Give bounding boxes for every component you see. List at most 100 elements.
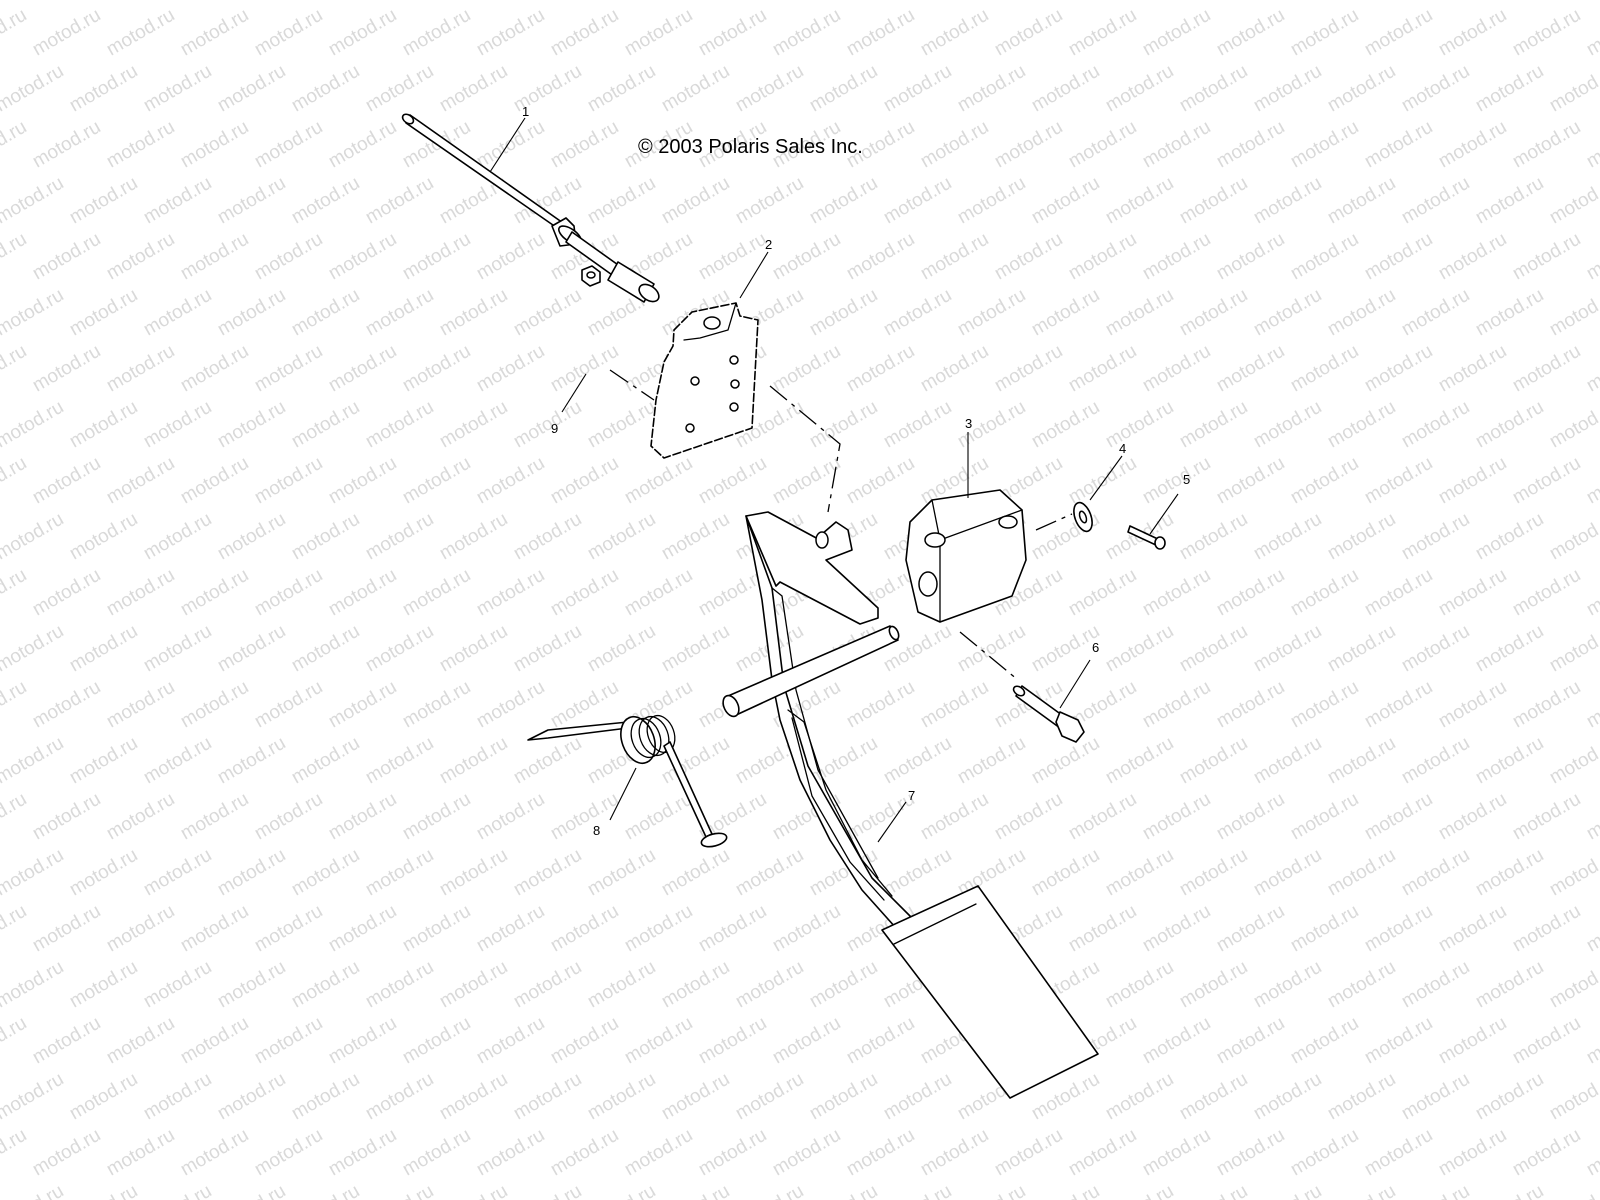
- watermark-text: motod.ru: [1546, 845, 1600, 901]
- watermark-text: motod.ru: [1102, 173, 1177, 229]
- watermark-text: motod.ru: [880, 173, 955, 229]
- watermark-text: motod.ru: [880, 845, 955, 901]
- watermark-text: motod.ru: [288, 0, 363, 4]
- watermark-text: motod.ru: [769, 341, 844, 397]
- watermark-text: motod.ru: [510, 621, 585, 677]
- callout-5: 5: [1183, 472, 1190, 487]
- watermark-text: motod.ru: [843, 341, 918, 397]
- watermark-text: motod.ru: [1176, 509, 1251, 565]
- watermark-text: motod.ru: [177, 341, 252, 397]
- watermark-text: motod.ru: [917, 117, 992, 173]
- watermark-text: motod.ru: [1472, 61, 1547, 117]
- watermark-text: motod.ru: [1398, 509, 1473, 565]
- watermark-text: motod.ru: [1176, 61, 1251, 117]
- watermark-text: motod.ru: [1287, 229, 1362, 285]
- watermark-text: motod.ru: [1287, 5, 1362, 61]
- watermark-text: motod.ru: [658, 957, 733, 1013]
- watermark-text: motod.ru: [1472, 621, 1547, 677]
- watermark-text: motod.ru: [362, 733, 437, 789]
- watermark-text: motod.ru: [66, 0, 141, 4]
- watermark-text: motod.ru: [1213, 229, 1288, 285]
- watermark-text: motod.ru: [0, 845, 67, 901]
- watermark-text: motod.ru: [29, 229, 104, 285]
- watermark-text: motod.ru: [251, 789, 326, 845]
- watermark-text: motod.ru: [621, 789, 696, 845]
- watermark-text: motod.ru: [0, 397, 67, 453]
- watermark-text: motod.ru: [1472, 173, 1547, 229]
- watermark-text: motod.ru: [436, 61, 511, 117]
- watermark-text: motod.ru: [1435, 789, 1510, 845]
- watermark-text: motod.ru: [547, 5, 622, 61]
- watermark-text: motod.ru: [1435, 453, 1510, 509]
- watermark-text: motod.ru: [1250, 285, 1325, 341]
- watermark-text: motod.ru: [510, 733, 585, 789]
- watermark-text: motod.ru: [1361, 1013, 1436, 1069]
- watermark-text: motod.ru: [251, 341, 326, 397]
- watermark-text: motod.ru: [1139, 677, 1214, 733]
- watermark-text: motod.ru: [1028, 1181, 1103, 1200]
- watermark-text: motod.ru: [1509, 789, 1584, 845]
- part-6-bolt: [1012, 685, 1085, 743]
- watermark-text: motod.ru: [1139, 341, 1214, 397]
- watermark-text: motod.ru: [1583, 1013, 1600, 1069]
- watermark-text: motod.ru: [1176, 0, 1251, 4]
- watermark-text: motod.ru: [29, 789, 104, 845]
- watermark-text: motod.ru: [1546, 621, 1600, 677]
- watermark-text: motod.ru: [251, 1125, 326, 1181]
- watermark-text: motod.ru: [584, 621, 659, 677]
- watermark-text: motod.ru: [843, 5, 918, 61]
- watermark-text: motod.ru: [288, 285, 363, 341]
- watermark-text: motod.ru: [0, 509, 67, 565]
- watermark-text: motod.ru: [1361, 341, 1436, 397]
- watermark-text: motod.ru: [1398, 0, 1473, 4]
- watermark-text: motod.ru: [214, 0, 289, 4]
- watermark-text: motod.ru: [140, 621, 215, 677]
- watermark-text: motod.ru: [1435, 5, 1510, 61]
- watermark-text: motod.ru: [1583, 677, 1600, 733]
- part-8-torsion-spring: [527, 714, 728, 848]
- watermark-text: motod.ru: [436, 845, 511, 901]
- watermark-text: motod.ru: [0, 901, 30, 957]
- watermark-text: motod.ru: [214, 1069, 289, 1125]
- watermark-text: motod.ru: [177, 789, 252, 845]
- watermark-text: motod.ru: [1361, 901, 1436, 957]
- watermark-text: motod.ru: [1324, 845, 1399, 901]
- watermark-text: motod.ru: [473, 565, 548, 621]
- copyright-text: © 2003 Polaris Sales Inc.: [638, 136, 863, 158]
- watermark-text: motod.ru: [29, 565, 104, 621]
- watermark-text: motod.ru: [1398, 1069, 1473, 1125]
- watermark-text: motod.ru: [547, 117, 622, 173]
- watermark-text: motod.ru: [1472, 285, 1547, 341]
- watermark-text: motod.ru: [880, 285, 955, 341]
- watermark-text: motod.ru: [1213, 565, 1288, 621]
- watermark-text: motod.ru: [1546, 397, 1600, 453]
- watermark-text: motod.ru: [1176, 1069, 1251, 1125]
- watermark-text: motod.ru: [1583, 1125, 1600, 1181]
- watermark-text: motod.ru: [695, 1013, 770, 1069]
- watermark-text: motod.ru: [1546, 0, 1600, 4]
- watermark-text: motod.ru: [473, 901, 548, 957]
- watermark-text: motod.ru: [954, 61, 1029, 117]
- watermark-text: motod.ru: [732, 845, 807, 901]
- watermark-text: motod.ru: [547, 453, 622, 509]
- watermark-text: motod.ru: [436, 733, 511, 789]
- watermark-text: motod.ru: [1287, 341, 1362, 397]
- watermark-text: motod.ru: [0, 285, 67, 341]
- watermark-text: motod.ru: [103, 229, 178, 285]
- watermark-text: motod.ru: [843, 1125, 918, 1181]
- watermark-text: motod.ru: [954, 285, 1029, 341]
- callout-7: 7: [908, 788, 915, 803]
- watermark-text: motod.ru: [140, 509, 215, 565]
- watermark-text: motod.ru: [140, 733, 215, 789]
- watermark-text: motod.ru: [1583, 117, 1600, 173]
- watermark-text: motod.ru: [214, 733, 289, 789]
- watermark-text: motod.ru: [1102, 621, 1177, 677]
- watermark-text: motod.ru: [177, 1013, 252, 1069]
- watermark-text: motod.ru: [584, 397, 659, 453]
- watermark-text: motod.ru: [1546, 285, 1600, 341]
- watermark-text: motod.ru: [1361, 789, 1436, 845]
- watermark-text: motod.ru: [1509, 229, 1584, 285]
- watermark-text: motod.ru: [1213, 789, 1288, 845]
- watermark-text: motod.ru: [806, 1181, 881, 1200]
